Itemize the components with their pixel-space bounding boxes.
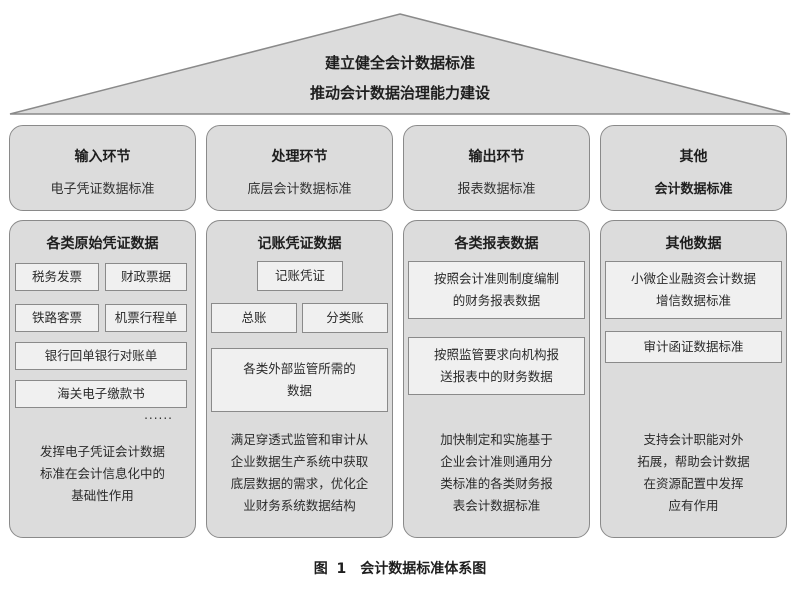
header-subtitle: 电子凭证数据标准 (50, 182, 155, 197)
box-line: 各类外部监管所需的 (243, 361, 356, 376)
description-line: 类标准的各类财务报 (440, 476, 553, 491)
box-line: 增信数据标准 (655, 293, 731, 308)
body-report-data: 各类报表数据 按照会计准则制度编制 的财务报表数据 按照监管要求向机构报 送报表… (403, 220, 590, 538)
body-title: 其他数据 (665, 236, 722, 252)
description: 支持会计职能对外 拓展，帮助会计数据 在资源配置中发挥 应有作用 (607, 429, 780, 517)
description-line: 企业会计准则通用分 (440, 454, 553, 469)
body-title: 记账凭证数据 (257, 236, 342, 252)
body-original-vouchers: 各类原始凭证数据 税务发票 财政票据 铁路客票 机票行程单 银行回单银行对账单 … (9, 220, 196, 538)
description-line: 支持会计职能对外 (643, 432, 744, 447)
box-line: 的财务报表数据 (452, 293, 541, 308)
box-fiscal-receipt: 财政票据 (105, 263, 187, 291)
header-output-stage: 输出环节 报表数据标准 (403, 125, 590, 211)
header-title: 输入环节 (74, 149, 131, 165)
header-title: 输出环节 (468, 149, 525, 165)
description-line: 标准在会计信息化中的 (39, 466, 165, 481)
box-regulatory-data: 各类外部监管所需的 数据 (211, 348, 388, 412)
box-customs-payment: 海关电子缴款书 (15, 380, 187, 408)
description-line: 加快制定和实施基于 (440, 432, 553, 447)
ellipsis: ...... (144, 408, 173, 422)
box-financial-statements: 按照会计准则制度编制 的财务报表数据 (408, 261, 585, 319)
box-line: 送报表中的财务数据 (440, 369, 553, 384)
body-other-data: 其他数据 小微企业融资会计数据 增信数据标准 审计函证数据标准 支持会计职能对外… (600, 220, 787, 538)
description-line: 表会计数据标准 (452, 498, 541, 513)
box-line: 小微企业融资会计数据 (630, 271, 756, 286)
header-other: 其他 会计数据标准 (600, 125, 787, 211)
description-line: 发挥电子凭证会计数据 (39, 444, 165, 459)
description-line: 应有作用 (668, 498, 719, 513)
description-line: 拓展，帮助会计数据 (637, 454, 750, 469)
header-title: 其他 (679, 149, 708, 165)
box-sme-financing: 小微企业融资会计数据 增信数据标准 (605, 261, 782, 319)
box-audit-confirmation: 审计函证数据标准 (605, 331, 782, 363)
header-title: 处理环节 (271, 149, 328, 165)
description: 满足穿透式监管和审计从 企业数据生产系统中获取 底层数据的需求，优化企 业财务系… (213, 429, 386, 517)
box-general-ledger: 总账 (211, 303, 297, 333)
header-subtitle: 报表数据标准 (457, 182, 536, 197)
roof-shape (9, 13, 791, 115)
box-regulatory-reports: 按照监管要求向机构报 送报表中的财务数据 (408, 337, 585, 395)
box-line: 数据 (286, 383, 312, 398)
box-railway-ticket: 铁路客票 (15, 304, 99, 332)
box-line: 按照监管要求向机构报 (433, 347, 559, 362)
description-line: 满足穿透式监管和审计从 (230, 432, 369, 447)
header-subtitle: 会计数据标准 (654, 182, 733, 197)
description-line: 业财务系统数据结构 (243, 498, 356, 513)
box-bank-receipt: 银行回单银行对账单 (15, 342, 187, 370)
header-processing-stage: 处理环节 底层会计数据标准 (206, 125, 393, 211)
figure-caption: 图 1 会计数据标准体系图 (313, 561, 487, 577)
roof-title-line1: 建立健全会计数据标准 (324, 54, 475, 72)
roof-title-line2: 推动会计数据治理能力建设 (309, 84, 490, 102)
description-line: 底层数据的需求，优化企 (230, 476, 369, 491)
box-tax-invoice: 税务发票 (15, 263, 99, 291)
description: 发挥电子凭证会计数据 标准在会计信息化中的 基础性作用 (16, 441, 189, 507)
box-sub-ledger: 分类账 (302, 303, 388, 333)
header-input-stage: 输入环节 电子凭证数据标准 (9, 125, 196, 211)
box-journal-voucher: 记账凭证 (257, 261, 343, 291)
description-line: 在资源配置中发挥 (643, 476, 744, 491)
header-subtitle: 底层会计数据标准 (247, 182, 352, 197)
body-title: 各类报表数据 (454, 236, 539, 252)
description-line: 基础性作用 (71, 488, 134, 503)
box-line: 按照会计准则制度编制 (433, 271, 559, 286)
body-title: 各类原始凭证数据 (46, 236, 159, 252)
description-line: 企业数据生产系统中获取 (230, 454, 369, 469)
body-journal-vouchers: 记账凭证数据 记账凭证 总账 分类账 各类外部监管所需的 数据 满足穿透式监管和… (206, 220, 393, 538)
box-flight-itinerary: 机票行程单 (105, 304, 187, 332)
description: 加快制定和实施基于 企业会计准则通用分 类标准的各类财务报 表会计数据标准 (410, 429, 583, 517)
